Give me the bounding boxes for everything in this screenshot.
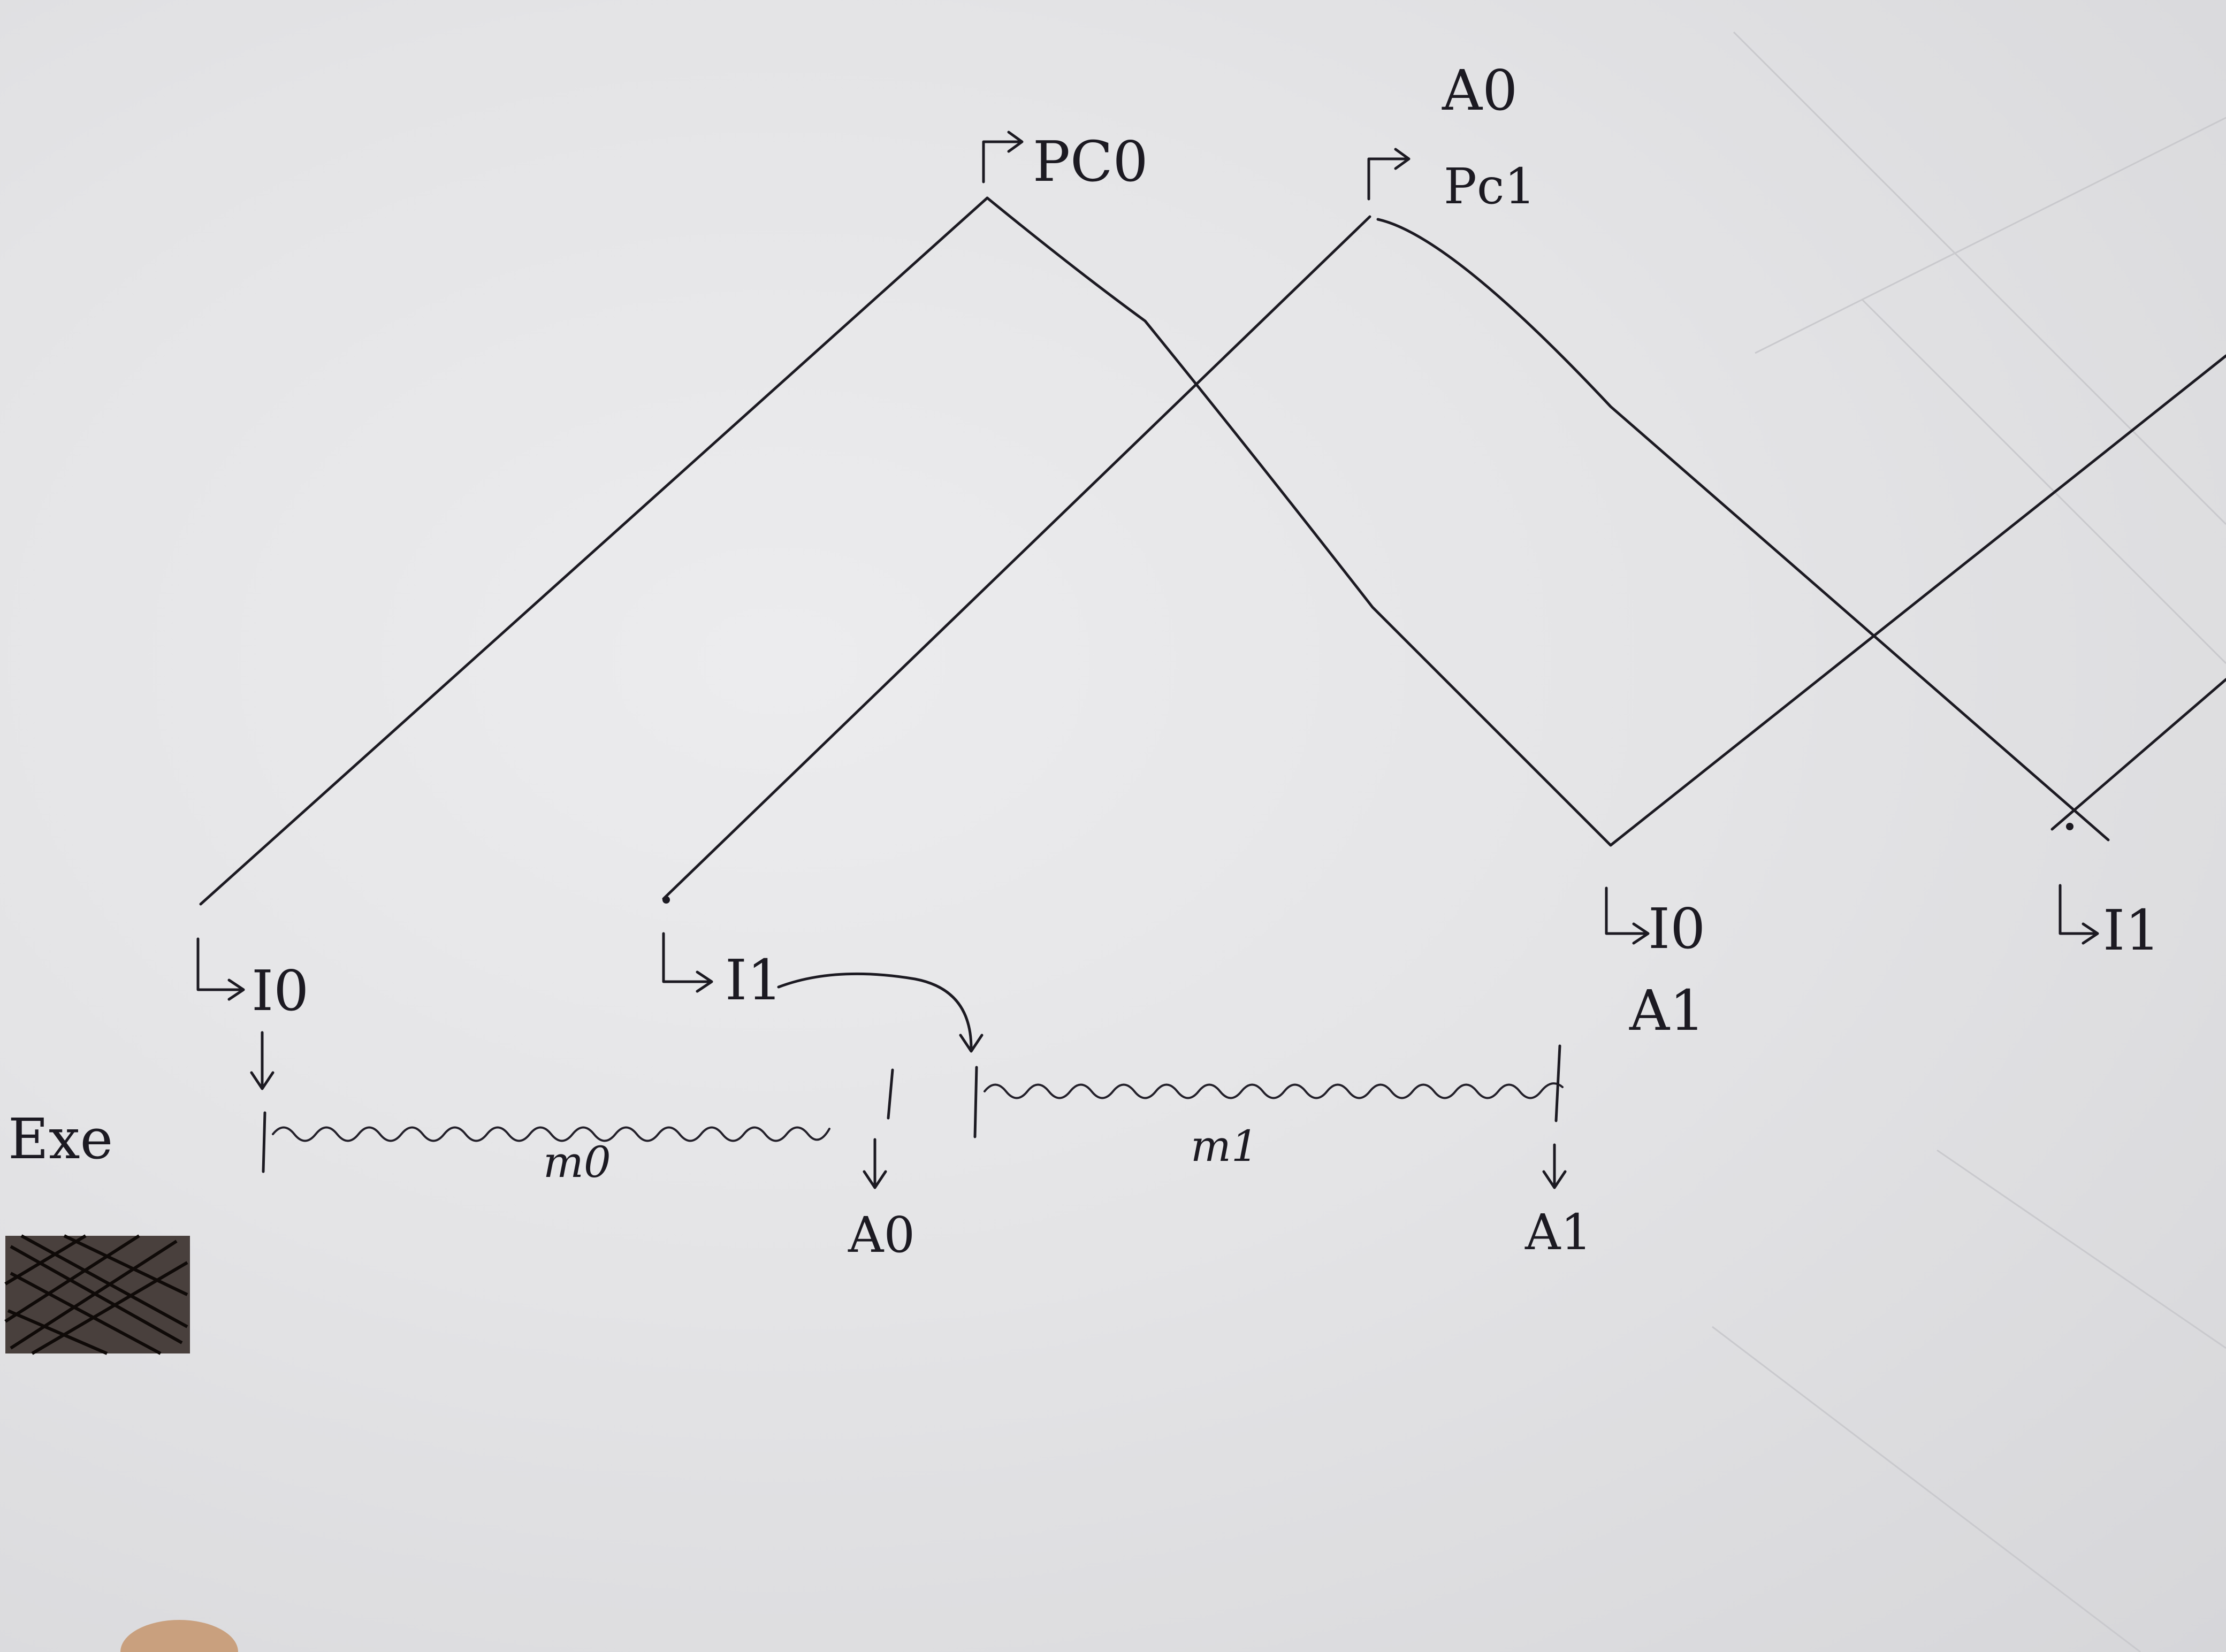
i0-right-label: I0 [1648, 896, 1705, 961]
pc1-arrow-icon [1367, 148, 1411, 201]
a0-down-arrow-icon [863, 1138, 887, 1189]
a1-bottom-label: A1 [1524, 1204, 1592, 1261]
pc0-label: PC0 [1033, 129, 1148, 194]
a1-right-label: A1 [1629, 978, 1705, 1043]
i0-down-arrow-icon [250, 1031, 275, 1090]
i1-left-label: I1 [725, 947, 782, 1013]
i1-curved-arrow [777, 972, 984, 1053]
pc1-label: Pc1 [1444, 158, 1536, 215]
pc1-up-line [662, 215, 1371, 900]
pc0-arrow-icon [982, 131, 1024, 183]
m0-label: m0 [543, 1137, 611, 1187]
i1-right-dot [2066, 823, 2073, 830]
i0-rise-line [1609, 354, 2226, 847]
m1-end-tick [1554, 1044, 1561, 1122]
i1-rise-line [2050, 678, 2226, 831]
i1-right-hook-icon [2059, 884, 2099, 945]
i1-left-hook-icon [662, 932, 713, 993]
m0-wavy-line [272, 1126, 830, 1142]
m1-label: m1 [1191, 1121, 1259, 1171]
a0-top-label: A0 [1442, 58, 1518, 123]
i1-left-dot [662, 896, 670, 904]
m0-end-tick [887, 1068, 894, 1120]
ghost-lines [1712, 31, 2226, 1652]
i0-right-hook-icon [1605, 886, 1650, 945]
exe-label: Exe [8, 1106, 113, 1172]
i1-right-label: I1 [2103, 898, 2160, 963]
m1-wavy-line [984, 1082, 1564, 1099]
a0-bottom-label: A0 [848, 1206, 915, 1264]
pc0-down-line [986, 196, 1612, 847]
i0-left-label: I0 [251, 958, 309, 1023]
thumb-fragment [120, 1620, 238, 1652]
scribble-block [4, 1234, 190, 1355]
m1-start-tick [973, 1066, 978, 1138]
a1-down-arrow-icon [1542, 1143, 1567, 1189]
pc1-down-line [1376, 218, 2110, 842]
i0-left-hook-icon [196, 937, 245, 1001]
m0-start-tick [262, 1111, 266, 1173]
pc0-up-line [199, 196, 989, 906]
